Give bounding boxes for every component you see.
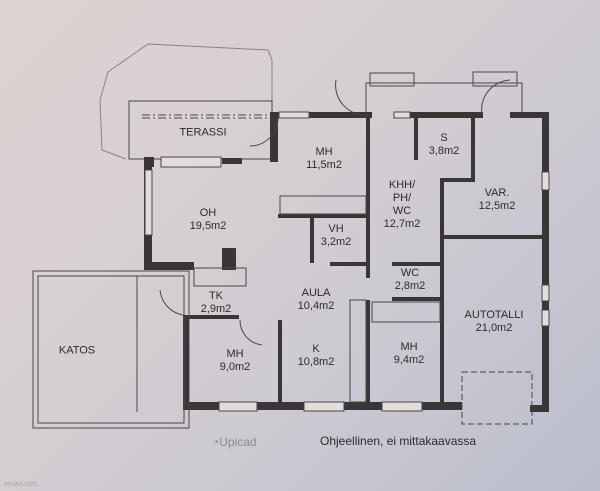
room-area: 12,5m2 xyxy=(478,200,516,212)
room-area: 3,2m2 xyxy=(320,236,352,248)
room-area: 2,8m2 xyxy=(394,280,426,292)
room-var: VAR.12,5m2 xyxy=(479,187,516,213)
room-terassi: TERASSI xyxy=(179,127,226,140)
room-area: 11,5m2 xyxy=(306,159,342,171)
room-area: 9,0m2 xyxy=(219,361,251,373)
room-area: 10,4m2 xyxy=(297,300,335,312)
room-name: KHH/ PH/ WC xyxy=(388,179,416,217)
logo-drop-icon: ◔ xyxy=(212,435,220,449)
room-name: VAR. xyxy=(484,187,510,199)
room-name: VH xyxy=(328,223,344,235)
room-name: MH xyxy=(226,348,244,360)
room-name: TK xyxy=(208,290,224,302)
pencil-sketch xyxy=(99,43,273,160)
room-katos: KATOS xyxy=(59,345,95,358)
room-area: 3,8m2 xyxy=(428,145,460,157)
room-name: MH xyxy=(400,341,418,353)
room-area: 12,7m2 xyxy=(383,218,421,230)
upicad-logo: ◔Upicad xyxy=(212,435,257,449)
room-name: TERASSI xyxy=(179,126,227,139)
room-area: 10,8m2 xyxy=(297,356,335,368)
room-area: 19,5m2 xyxy=(189,220,227,232)
logo-text: Upicad xyxy=(219,435,257,449)
room-name: OH xyxy=(199,207,217,219)
room-name: WC xyxy=(400,267,420,279)
scale-note: Ohjeellinen, ei mittakaavassa xyxy=(320,434,477,448)
watermark: etuovi.com xyxy=(4,481,38,488)
room-name: AUTOTALLI xyxy=(464,309,524,321)
room-name: AULA xyxy=(301,287,331,299)
room-area: 21,0m2 xyxy=(475,322,513,334)
room-area: 2,9m2 xyxy=(200,303,232,315)
room-name: K xyxy=(312,343,320,355)
room-name: S xyxy=(440,132,448,144)
room-area: 9,4m2 xyxy=(393,354,425,366)
room-name: MH xyxy=(315,146,333,158)
room-name: KATOS xyxy=(58,344,96,357)
